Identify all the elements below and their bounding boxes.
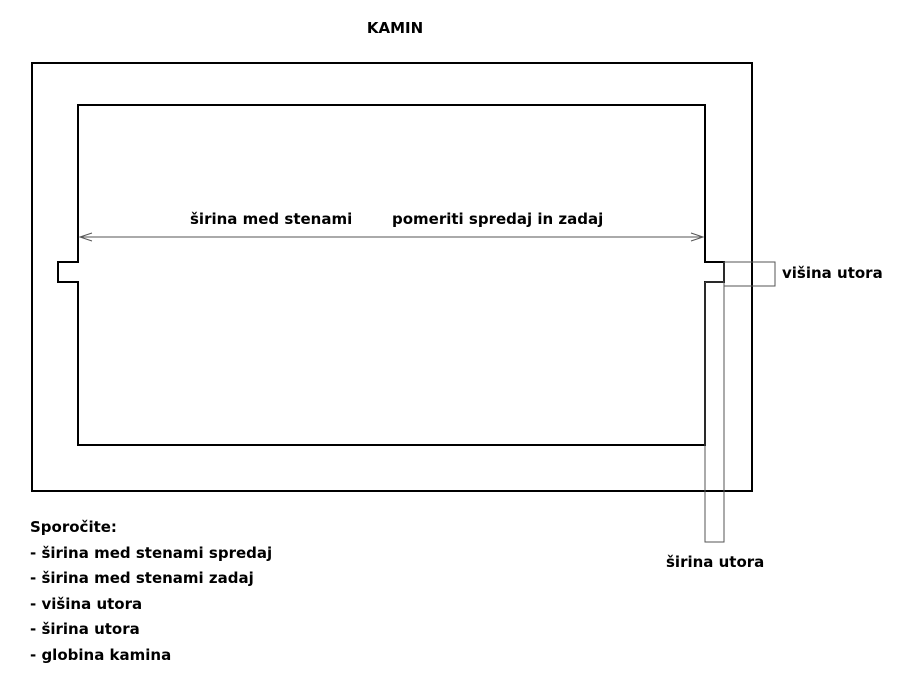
groove-height-label: višina utora xyxy=(782,264,883,282)
outer-frame xyxy=(31,62,753,492)
notes-heading: Sporočite: xyxy=(30,518,117,536)
dimension-arrow-left-icon xyxy=(78,232,93,242)
note-item: - širina utora xyxy=(30,620,140,638)
width-between-walls-label: širina med stenami xyxy=(190,210,352,228)
note-item: - širina med stenami spredaj xyxy=(30,543,273,562)
note-item: - širina med stenami zadaj xyxy=(30,569,254,587)
note-item: - višina utora xyxy=(30,594,143,613)
dimension-arrow-right-icon xyxy=(690,232,705,242)
inner-opening-outline xyxy=(57,104,725,446)
groove-width-label: širina utora xyxy=(666,553,764,571)
groove-width-callout-box xyxy=(704,281,725,543)
move-front-back-label: pomeriti spredaj in zadaj xyxy=(392,210,603,228)
note-item: - globina kamina xyxy=(30,645,172,664)
groove-height-callout-box xyxy=(723,261,776,287)
drawing-title: KAMIN xyxy=(367,19,423,37)
notes-list: Sporočite: - širina med stenami spredaj … xyxy=(30,515,272,668)
